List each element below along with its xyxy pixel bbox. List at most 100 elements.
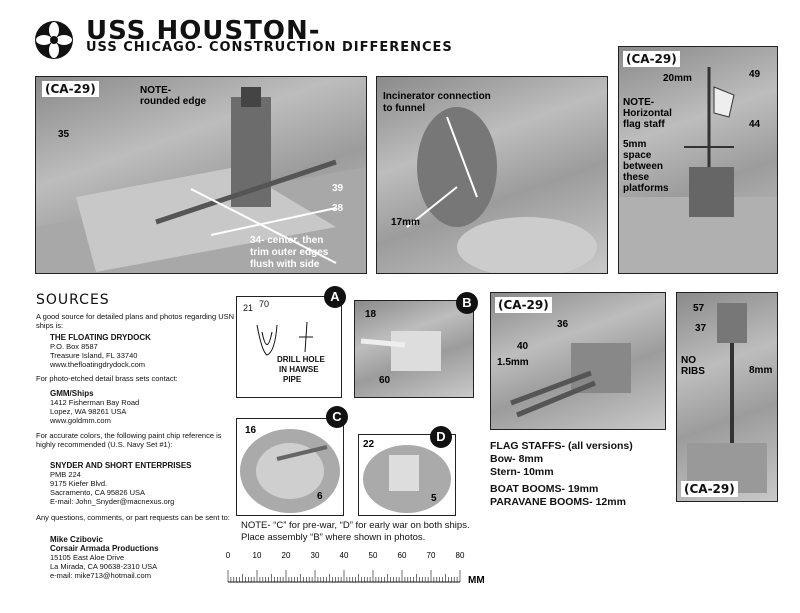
space-1: 5mm — [623, 139, 647, 150]
ca-tag: (CA-29) — [495, 297, 552, 313]
detail-b-photo: 18 60 — [354, 300, 474, 398]
ruler-label: 50 — [369, 551, 378, 560]
callout-49: 49 — [749, 69, 761, 80]
sources-intro: A good source for detailed plans and pho… — [36, 312, 235, 330]
snyder-line-2: 9175 Kiefer Blvd. — [50, 479, 108, 488]
trim-note-3: flush with side — [250, 259, 320, 270]
gmm-line-1: 1412 Fisherman Bay Road — [50, 398, 140, 407]
callout-38: 38 — [332, 203, 344, 214]
page-title: USS HOUSTON- — [86, 16, 321, 46]
detail-b-18: 18 — [365, 309, 377, 320]
detail-b-60: 60 — [379, 375, 391, 386]
turret-40: 40 — [517, 341, 529, 352]
space-2: space — [623, 150, 652, 161]
mast-photo: (CA-29) 20mm 49 NOTE- Horizontal flag st… — [618, 46, 778, 274]
foremast-37: 37 — [695, 323, 707, 334]
drydock-name: THE FLOATING DRYDOCK — [50, 333, 151, 342]
drydock-line-1: P.O. Box 8587 — [50, 342, 98, 351]
ruler-label: 0 — [226, 551, 231, 560]
trim-note-2: trim outer edges — [250, 247, 329, 258]
detail-d-5: 5 — [431, 493, 437, 504]
bottom-note: NOTE- “C” for pre-war, “D” for early war… — [241, 520, 470, 544]
flower-logo-icon — [35, 21, 73, 59]
detail-a-drawing: 21 70 DRILL HOLE IN HAWSE PIPE — [236, 296, 342, 398]
ruler-label: 30 — [311, 551, 320, 560]
mike-name: Mike Czibovic — [50, 535, 103, 544]
foremast-dim: 8mm — [749, 365, 773, 376]
badge-b: B — [456, 292, 478, 314]
no-ribs-1: NO — [681, 355, 696, 366]
snyder-name: SNYDER AND SHORT ENTERPRISES — [50, 461, 192, 470]
main-deck-photo: (CA-29) NOTE- rounded edge 35 39 38 34- … — [35, 76, 367, 274]
foremast-photo: 57 37 NO RIBS 8mm (CA-29) — [676, 292, 778, 502]
ruler-label: 70 — [427, 551, 436, 560]
flag-staffs-block: FLAG STAFFS- (all versions) Bow- 8mm Ste… — [490, 440, 633, 509]
paint-intro: For accurate colors, the following paint… — [36, 431, 222, 449]
detail-c-16: 16 — [245, 425, 257, 436]
drill-line-1: DRILL HOLE — [277, 355, 325, 364]
incinerator-label-2: to funnel — [383, 103, 426, 114]
gmm-name: GMM/Ships — [50, 389, 94, 398]
flag-stern: Stern- 10mm — [490, 466, 554, 478]
note-line-1: NOTE- “C” for pre-war, “D” for early war… — [241, 520, 470, 531]
foremast-57: 57 — [693, 303, 705, 314]
detail-d-photo: 22 5 — [358, 434, 456, 516]
ca-tag: (CA-29) — [42, 81, 99, 97]
drydock-line-2: Treasure Island, FL 33740 — [50, 351, 138, 360]
note-flag-staff: flag staff — [623, 119, 665, 130]
mike-line-3: 15105 East Aloe Drive — [50, 553, 125, 562]
snyder-line-1: PMB 224 — [50, 470, 81, 479]
space-4: these — [623, 172, 650, 183]
page-subtitle: USS CHICAGO- CONSTRUCTION DIFFERENCES — [86, 40, 453, 55]
sources-heading: SOURCES — [36, 292, 110, 308]
flag-bow: Bow- 8mm — [490, 453, 544, 465]
ruler-unit: MM — [468, 575, 485, 586]
incinerator-label-1: Incinerator connection — [383, 91, 491, 102]
dim-20mm: 20mm — [663, 73, 692, 84]
mike-line-4: La Mirada, CA 90638-2310 USA — [50, 562, 158, 571]
detail-d-22: 22 — [363, 439, 375, 450]
note-line-2: Place assembly “B” where shown in photos… — [241, 532, 426, 543]
detail-a-70: 70 — [259, 299, 270, 309]
drydock-line-3[interactable]: www.thefloatingdrydock.com — [50, 360, 146, 369]
note-label: NOTE- — [623, 97, 655, 108]
callout-39: 39 — [332, 183, 344, 194]
paravane-booms: PARAVANE BOOMS- 12mm — [490, 496, 626, 508]
boat-booms: BOAT BOOMS- 19mm — [490, 483, 599, 495]
gmm-line-3[interactable]: www.goldmm.com — [50, 416, 111, 425]
badge-d: D — [430, 426, 452, 448]
brass-intro: For photo-etched detail brass sets conta… — [36, 374, 178, 383]
ruler-label: 60 — [398, 551, 407, 560]
trim-note-1: 34- center, then — [250, 235, 324, 246]
ruler-label: 40 — [340, 551, 349, 560]
ruler-label: 80 — [456, 551, 465, 560]
snyder-line-4[interactable]: E-mail: John_Snyder@macnexus.org — [50, 497, 175, 506]
note-horizontal: Horizontal — [623, 108, 672, 119]
mike-company: Corsair Armada Productions — [50, 544, 159, 553]
turret-dim: 1.5mm — [497, 357, 529, 368]
snyder-line-3: Sacramento, CA 95826 USA — [50, 488, 146, 497]
mike-line-5[interactable]: e-mail: mike713@hotmail.com — [50, 571, 151, 580]
space-5: platforms — [623, 183, 669, 194]
no-ribs-2: RIBS — [681, 366, 705, 377]
incinerator-photo: Incinerator connection to funnel 17mm — [376, 76, 608, 274]
incinerator-dim: 17mm — [391, 217, 420, 228]
callout-44: 44 — [749, 119, 761, 130]
turret-36: 36 — [557, 319, 569, 330]
note-rounded-edge: rounded edge — [140, 96, 207, 107]
space-3: between — [623, 161, 664, 172]
detail-a-21: 21 — [243, 303, 254, 313]
ca-tag: (CA-29) — [681, 481, 738, 497]
questions-intro: Any questions, comments, or part request… — [36, 513, 230, 522]
badge-c: C — [326, 406, 348, 428]
flag-heading: FLAG STAFFS- (all versions) — [490, 440, 633, 452]
drill-line-3: PIPE — [283, 375, 302, 384]
detail-c-6: 6 — [317, 491, 323, 502]
callout-35: 35 — [58, 129, 70, 140]
ca-tag: (CA-29) — [623, 51, 680, 67]
gmm-line-2: Lopez, WA 98261 USA — [50, 407, 127, 416]
detail-c-photo: 16 6 — [236, 418, 344, 516]
ruler-label: 20 — [282, 551, 291, 560]
note-label: NOTE- — [140, 85, 172, 96]
